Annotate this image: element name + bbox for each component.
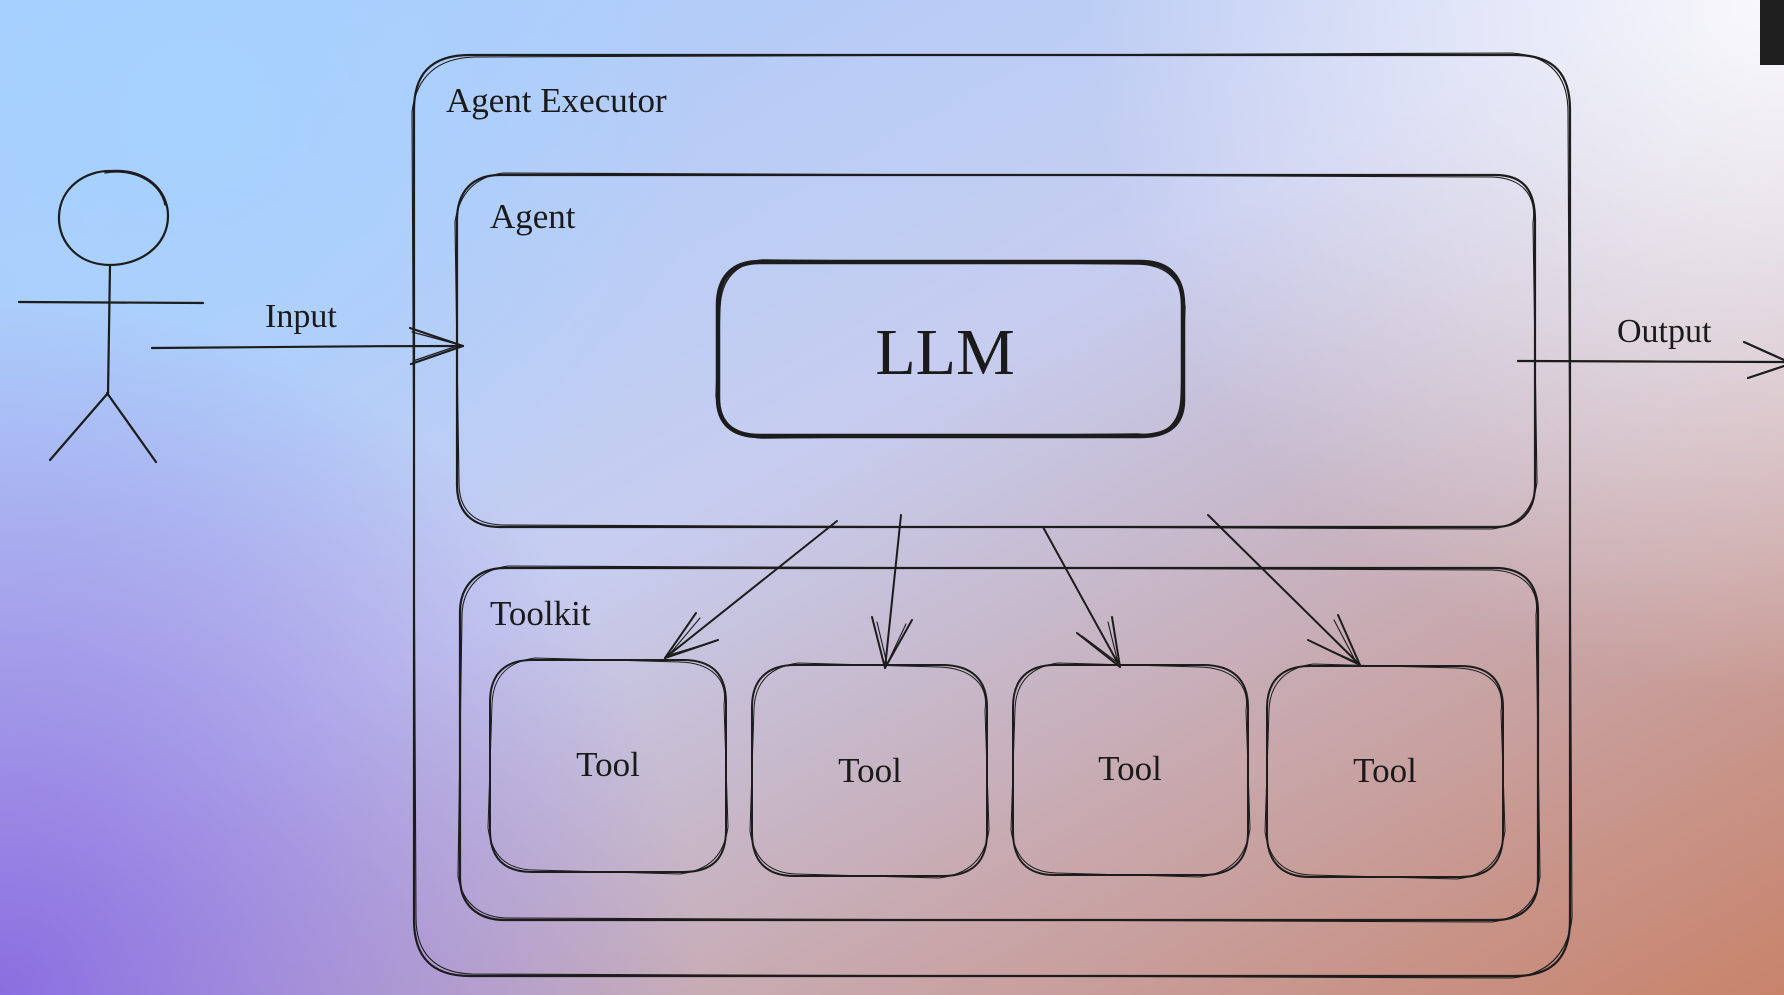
agent-to-tool-arrows	[664, 514, 1361, 669]
agent-title: Agent	[490, 197, 576, 236]
tool-label-4: Tool	[1353, 751, 1417, 790]
arrow-to-tool-2	[884, 514, 902, 669]
llm-box	[715, 259, 1186, 439]
toolkit-box	[457, 565, 1541, 923]
llm-label: LLM	[875, 316, 1014, 389]
arrow-to-tool-1	[664, 520, 838, 659]
tool-box-3	[1010, 662, 1251, 878]
tool-label-1: Tool	[576, 745, 640, 784]
arrow-to-tool-3	[1042, 526, 1121, 668]
tool-box-4	[1264, 663, 1506, 880]
window-edge-block	[1760, 0, 1784, 65]
agent-executor-title: Agent Executor	[446, 81, 667, 120]
output-arrow	[1516, 340, 1784, 380]
output-label: Output	[1617, 313, 1712, 350]
user-stick-figure	[17, 169, 205, 464]
arrow-to-tool-4	[1207, 514, 1361, 666]
tool-label-3: Tool	[1098, 749, 1162, 788]
toolkit-title: Toolkit	[490, 594, 591, 633]
tool-box-2	[749, 662, 990, 879]
tool-box-1	[487, 657, 729, 875]
agent-box	[454, 172, 1538, 530]
agent-executor-box	[411, 52, 1573, 979]
input-arrow	[150, 326, 465, 366]
input-label: Input	[265, 298, 337, 335]
tool-label-2: Tool	[838, 751, 902, 790]
